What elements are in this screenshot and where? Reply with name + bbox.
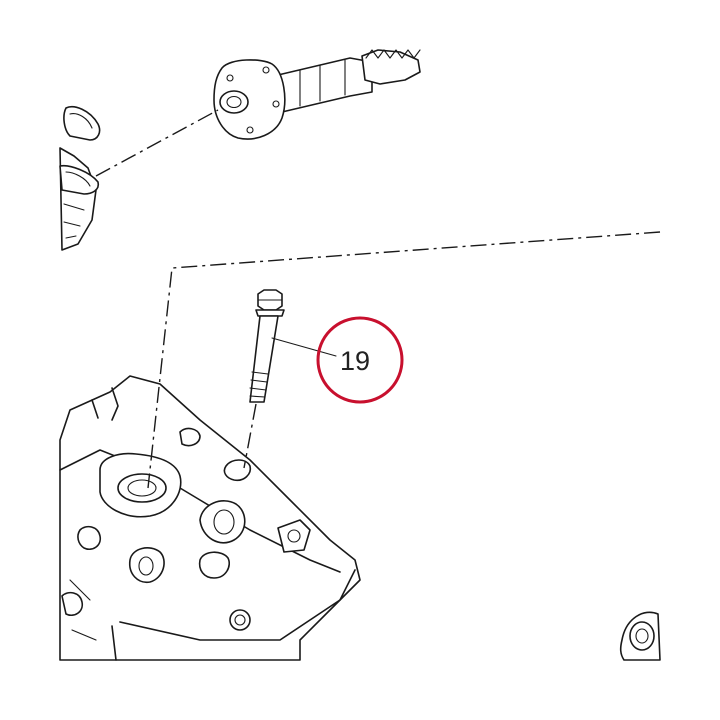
callout-label-19: 19 — [340, 346, 370, 376]
camshaft-assembly — [213, 49, 421, 140]
callout-leader-line — [271, 337, 337, 357]
callout-highlight-circle — [316, 316, 404, 404]
bolt-19 — [249, 289, 285, 403]
cylinder-head — [59, 375, 361, 661]
seal-plug-part — [59, 106, 101, 251]
partial-part-bottom-right — [619, 611, 661, 661]
assembly-line-camshaft — [95, 109, 219, 177]
assembly-line-bolt — [243, 403, 257, 469]
